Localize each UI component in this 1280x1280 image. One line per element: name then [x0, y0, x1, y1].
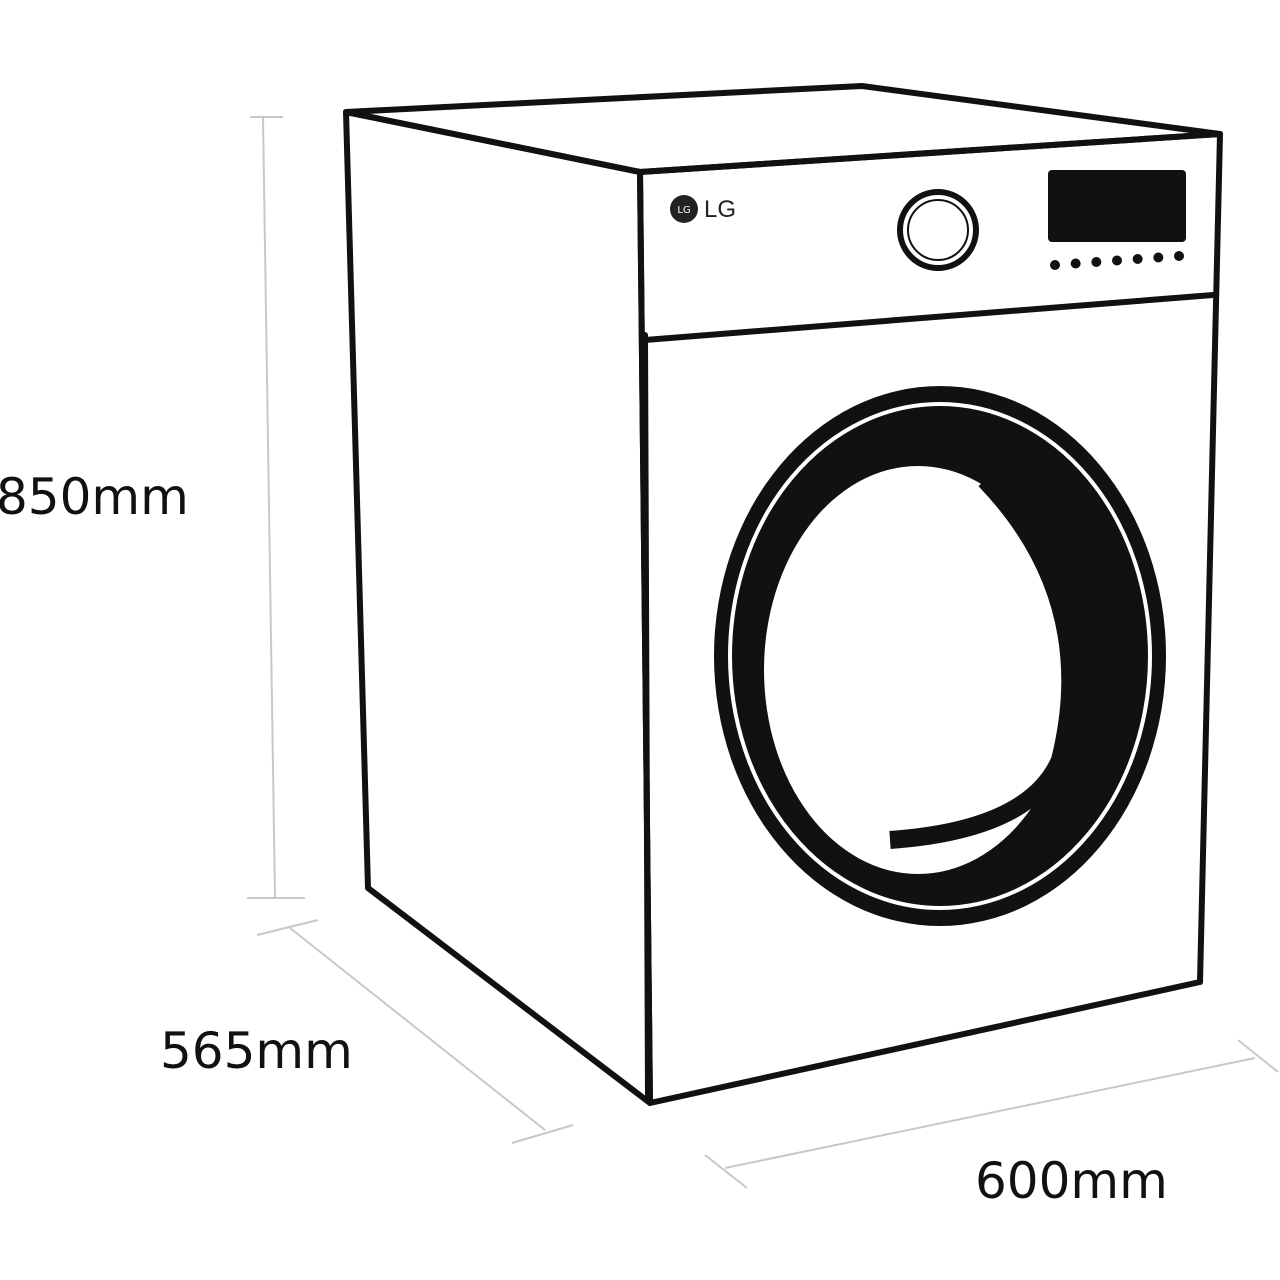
appliance-top	[343, 83, 1223, 175]
door-outer-highlight	[728, 402, 1152, 910]
dial-inner	[907, 199, 969, 261]
control-button	[1132, 254, 1143, 264]
brand-name: LG	[704, 196, 736, 223]
width-label: 600mm	[975, 1152, 1168, 1210]
control-button	[1070, 258, 1081, 269]
control-button	[1174, 251, 1184, 261]
lg-logo-icon	[670, 195, 698, 223]
control-button	[1153, 252, 1164, 263]
door	[714, 386, 1166, 926]
width-dimension-line	[704, 1039, 1279, 1189]
control-panel-divider	[642, 292, 1216, 343]
dial-outer-ring	[897, 189, 979, 271]
height-label: 850mm	[0, 468, 189, 526]
brand-logo: LG LG	[670, 195, 736, 223]
control-buttons	[1050, 251, 1184, 270]
panel-lower-edge	[642, 332, 651, 1101]
control-button	[1050, 260, 1060, 270]
depth-dimension-line	[256, 919, 574, 1144]
drum-inner-edge	[889, 473, 1080, 849]
height-dimension-line	[247, 116, 305, 899]
appliance-side	[343, 109, 653, 1106]
door-glass	[764, 466, 1072, 874]
lg-logo-mark: LG	[677, 205, 690, 216]
appliance-body	[343, 83, 1223, 1106]
control-button	[1112, 255, 1122, 266]
control-button	[1091, 257, 1102, 267]
display-panel	[1048, 170, 1186, 242]
depth-label: 565mm	[160, 1022, 353, 1080]
program-dial	[897, 189, 979, 271]
